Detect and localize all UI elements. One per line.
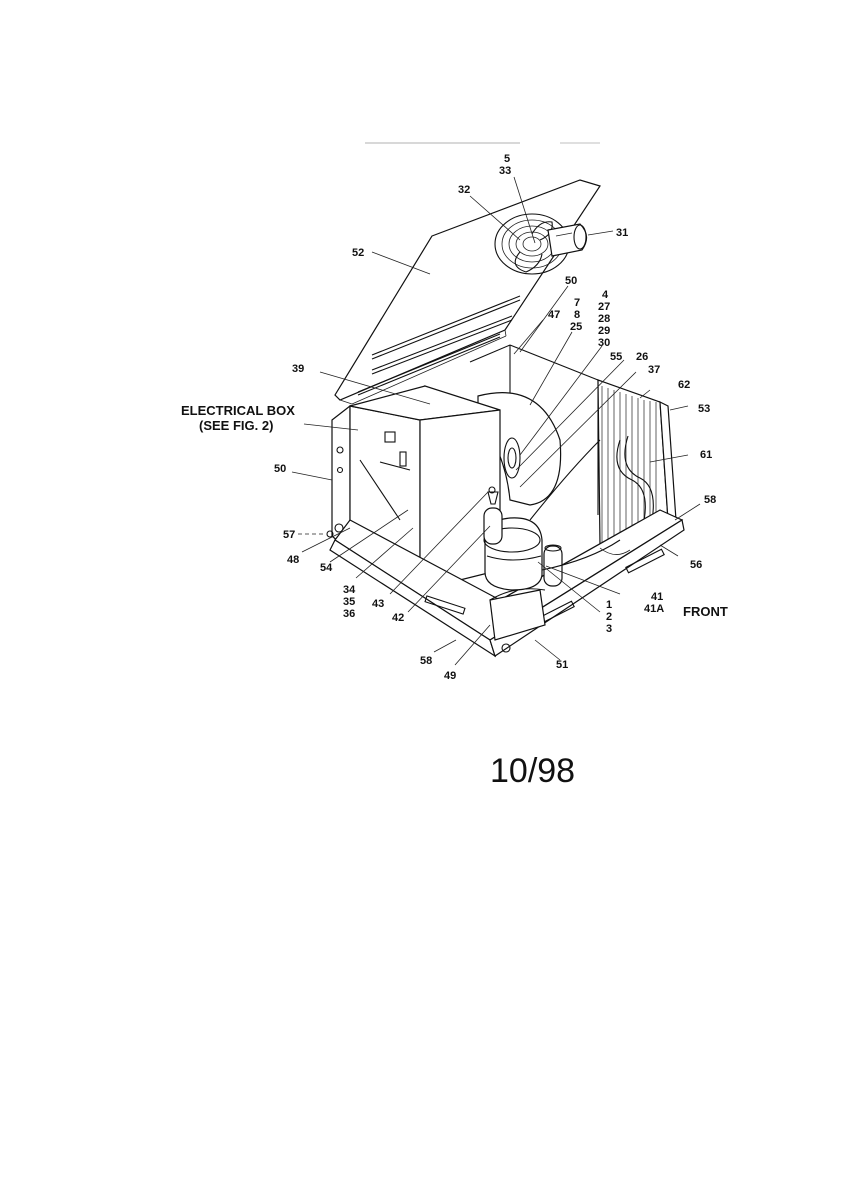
electrical-box-label: ELECTRICAL BOX xyxy=(181,403,295,418)
label-61: 61 xyxy=(700,449,712,461)
label-43: 43 xyxy=(372,598,384,610)
label-29: 29 xyxy=(598,325,610,337)
label-30: 30 xyxy=(598,337,610,349)
label-47: 47 xyxy=(548,309,560,321)
label-35: 35 xyxy=(343,596,355,608)
label-49: 49 xyxy=(444,670,456,682)
label-41: 41 xyxy=(651,591,663,603)
capacitor xyxy=(483,486,503,545)
front-corner-panel xyxy=(489,588,546,641)
label-57: 57 xyxy=(283,529,295,541)
label-58-bottom: 58 xyxy=(420,655,432,667)
label-54: 54 xyxy=(320,562,333,574)
leader-lines xyxy=(291,176,701,666)
fan-motor xyxy=(547,223,588,257)
label-62: 62 xyxy=(678,379,690,391)
label-25: 25 xyxy=(570,321,582,333)
part-labels: 5 33 32 31 52 50 47 7 8 25 4 27 28 29 30… xyxy=(181,153,728,682)
front-label: FRONT xyxy=(683,604,728,619)
label-27: 27 xyxy=(598,301,610,313)
electrical-box-sublabel: (SEE FIG. 2) xyxy=(199,418,273,433)
label-42: 42 xyxy=(392,612,404,624)
label-37: 37 xyxy=(648,364,660,376)
date-code: 10/98 xyxy=(490,752,575,790)
label-28: 28 xyxy=(598,313,610,325)
label-32: 32 xyxy=(458,184,470,196)
label-2: 2 xyxy=(606,611,612,623)
label-53: 53 xyxy=(698,403,710,415)
label-5: 5 xyxy=(504,153,510,165)
label-41a: 41A xyxy=(644,603,664,615)
label-36: 36 xyxy=(343,608,355,620)
label-55: 55 xyxy=(610,351,622,363)
label-26: 26 xyxy=(636,351,648,363)
label-50-left: 50 xyxy=(274,463,286,475)
label-56: 56 xyxy=(690,559,702,571)
label-48: 48 xyxy=(287,554,299,566)
label-50-top: 50 xyxy=(565,275,577,287)
label-3: 3 xyxy=(606,623,612,635)
label-8: 8 xyxy=(574,309,580,321)
label-51: 51 xyxy=(556,659,568,671)
fan-guard xyxy=(494,213,570,275)
accumulator xyxy=(543,544,563,587)
label-33: 33 xyxy=(499,165,511,177)
label-7: 7 xyxy=(574,297,580,309)
label-39: 39 xyxy=(292,363,304,375)
label-1: 1 xyxy=(606,599,612,611)
label-31: 31 xyxy=(616,227,628,239)
label-52: 52 xyxy=(352,247,364,259)
label-58-right: 58 xyxy=(704,494,716,506)
label-34: 34 xyxy=(343,584,356,596)
top-panel xyxy=(334,179,601,405)
label-4: 4 xyxy=(602,289,609,301)
